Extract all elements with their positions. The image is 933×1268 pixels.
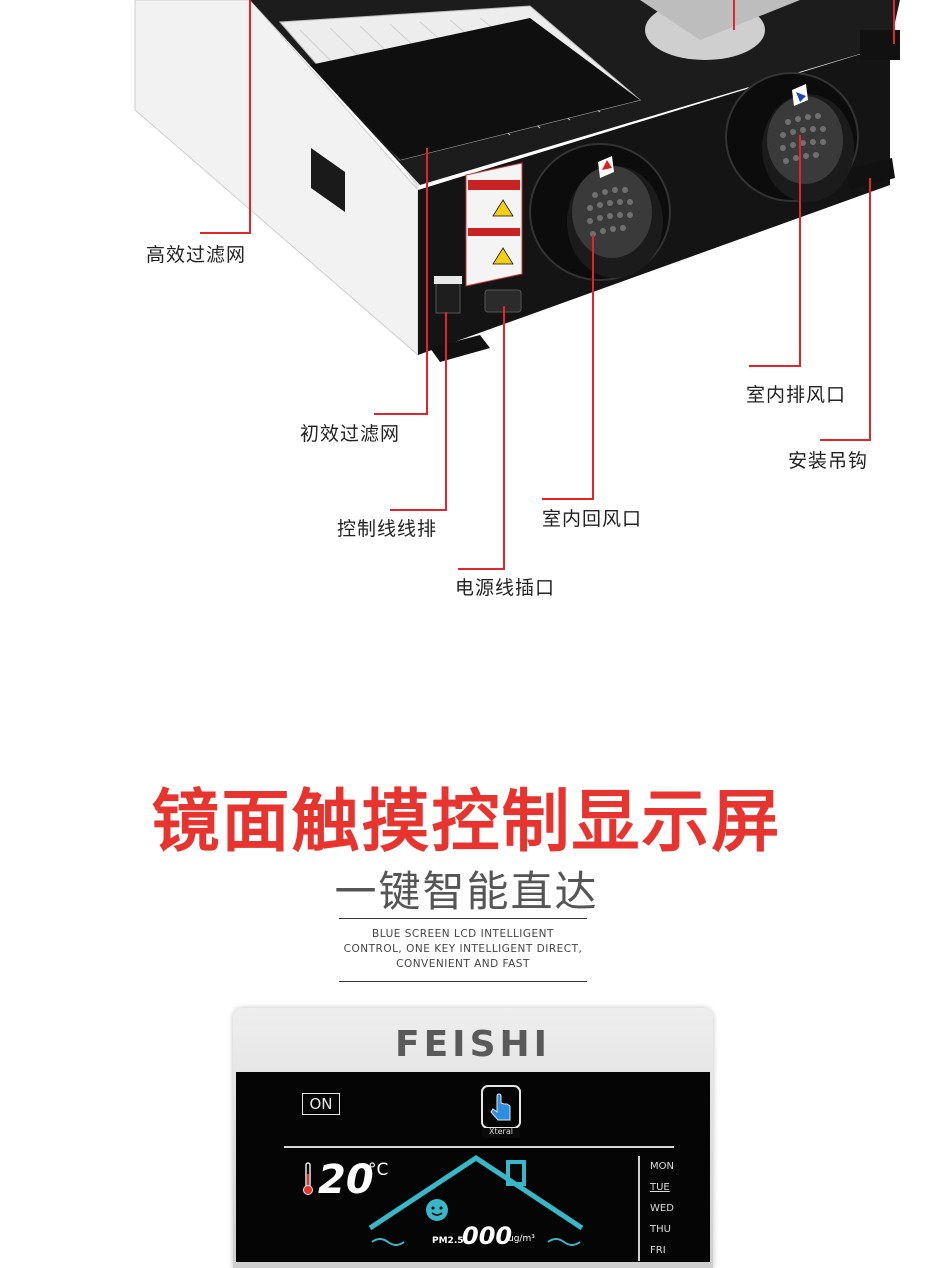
pm25-value: 000 [462, 1222, 513, 1250]
leader-return-air-v [592, 235, 594, 500]
label-indoor-return-air: 室内回风口 [542, 508, 643, 530]
leader-terminal-v [445, 312, 447, 510]
leader-exhaust-air-v [799, 135, 801, 367]
touch-button-label: Xteral [489, 1127, 513, 1136]
english-line-1: BLUE SCREEN LCD INTELLIGENT [372, 928, 554, 940]
label-power-socket: 电源线插口 [455, 577, 556, 599]
leader-high-filter-h [200, 232, 251, 234]
label-control-terminal: 控制线线排 [337, 518, 438, 540]
touch-hand-icon[interactable] [480, 1084, 522, 1140]
leader-return-air-h [542, 498, 594, 500]
weekday-tue: TUE [650, 1182, 670, 1193]
house-icon [368, 1155, 584, 1246]
leader-high-filter-v [249, 0, 251, 233]
label-primary-filter: 初效过滤网 [300, 423, 401, 445]
power-status-indicator[interactable]: ON [302, 1093, 340, 1115]
brand-logo: FEISHI [394, 1024, 552, 1065]
temperature-value: 20 [318, 1157, 374, 1203]
weekday-wed: WED [650, 1203, 674, 1214]
leader-top-right-v [893, 0, 895, 44]
leader-power-h [458, 568, 505, 570]
label-high-efficiency-filter: 高效过滤网 [146, 244, 247, 266]
temperature-unit: °C [368, 1160, 389, 1180]
english-line-2: CONTROL, ONE KEY INTELLIGENT DIRECT, [343, 943, 583, 955]
leader-terminal-h [390, 509, 447, 511]
leader-primary-filter-h [374, 413, 428, 415]
section-subtitle: 一键智能直达 [334, 867, 599, 916]
leader-exhaust-air-h [749, 365, 801, 367]
side-handle-slot [311, 148, 345, 212]
weekday-mon: MON [650, 1161, 674, 1172]
pm25-label: PM2.5 [432, 1236, 464, 1246]
control-terminal-block [435, 282, 461, 314]
mounting-hook-right [845, 158, 895, 190]
section-title: 镜面触摸控制显示屏 [151, 783, 782, 862]
leader-power-v [503, 306, 505, 570]
leader-hook-h [820, 439, 871, 441]
leader-fan-v [733, 0, 735, 30]
label-mounting-hook: 安装吊钩 [788, 450, 869, 472]
label-indoor-exhaust-air: 室内排风口 [746, 384, 847, 406]
lcd-divider [284, 1146, 674, 1148]
pm25-unit: ug/m³ [508, 1234, 535, 1244]
thermometer-icon [303, 1162, 313, 1195]
leader-primary-filter-v [426, 148, 428, 414]
weekday-fri: FRI [650, 1245, 666, 1256]
english-description: BLUE SCREEN LCD INTELLIGENT CONTROL, ONE… [339, 918, 587, 982]
english-line-3: CONVENIENT AND FAST [396, 958, 530, 970]
ventilation-unit-illustration [134, 0, 900, 362]
lcd-screen [236, 1072, 710, 1262]
leader-hook-v [869, 178, 871, 440]
weekday-thu: THU [650, 1224, 671, 1235]
weekday-list: MON TUE WED THU FRI [638, 1156, 674, 1261]
